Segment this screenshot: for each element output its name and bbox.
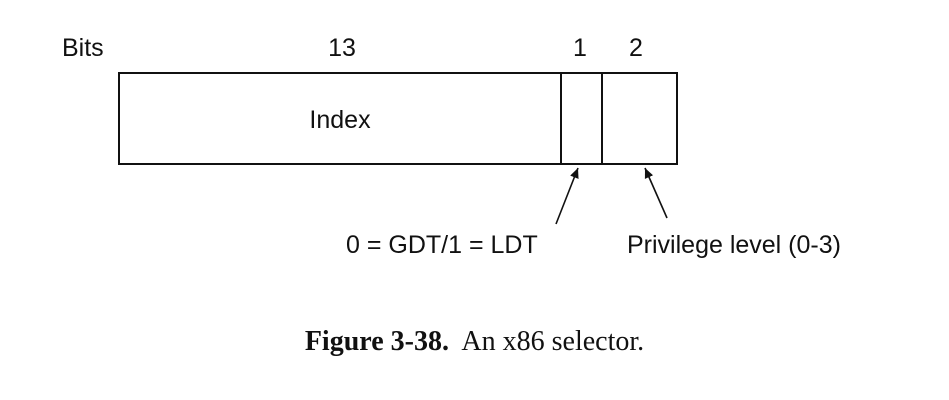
- table-indicator-note: 0 = GDT/1 = LDT: [346, 231, 538, 259]
- index-width-label: 13: [328, 34, 356, 62]
- table-width-label: 1: [573, 34, 587, 62]
- privilege-width-label: 2: [629, 34, 643, 62]
- figure-caption: Figure 3-38. An x86 selector.: [0, 326, 949, 358]
- bits-label: Bits: [62, 34, 104, 62]
- figure-number: Figure 3-38.: [304, 326, 449, 357]
- figure-caption-text: An x86 selector.: [461, 326, 645, 357]
- table-indicator-arrow: [555, 167, 579, 225]
- selector-box: [118, 72, 678, 165]
- index-field-label: Index: [309, 106, 371, 134]
- privilege-level-note: Privilege level (0-3): [627, 231, 841, 259]
- privilege-level-arrow: [644, 167, 668, 219]
